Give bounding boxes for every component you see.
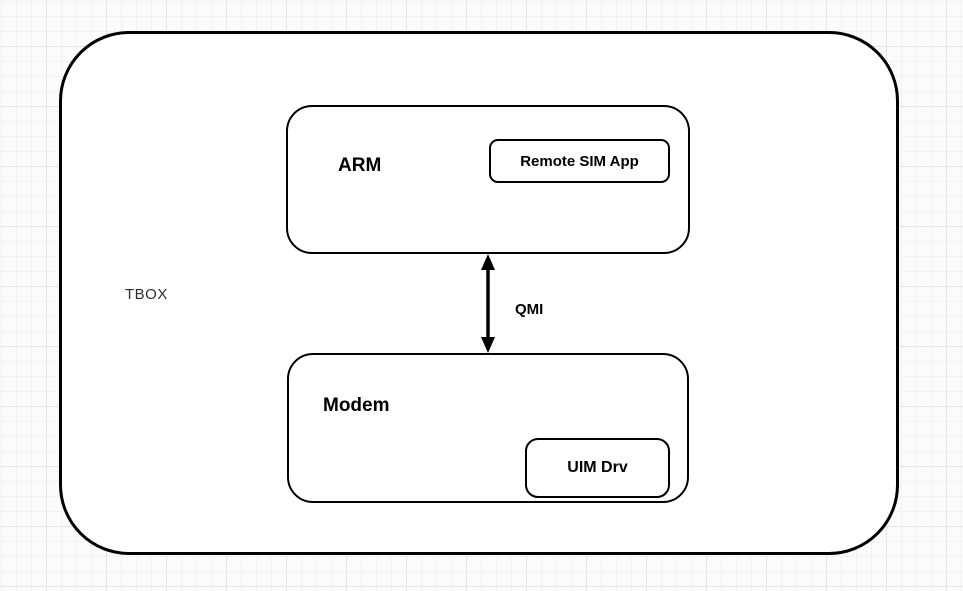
arrowhead-down-icon	[481, 337, 495, 353]
arm-block-shape: ARM Remote SIM App	[286, 105, 690, 254]
uim-drv-label: UIM Drv	[567, 459, 628, 476]
modem-block-label: Modem	[323, 395, 390, 416]
remote-sim-app-label: Remote SIM App	[520, 152, 639, 170]
remote-sim-app-block-shape: Remote SIM App	[489, 139, 670, 183]
arrowhead-up-icon	[481, 254, 495, 270]
tbox-label: TBOX	[125, 286, 168, 303]
uim-drv-block-shape: UIM Drv	[525, 438, 670, 498]
qmi-connector-arrow	[481, 254, 495, 353]
modem-block-shape: Modem UIM Drv	[287, 353, 689, 503]
arm-block-label: ARM	[338, 155, 382, 176]
qmi-connector-label: QMI	[515, 301, 544, 318]
